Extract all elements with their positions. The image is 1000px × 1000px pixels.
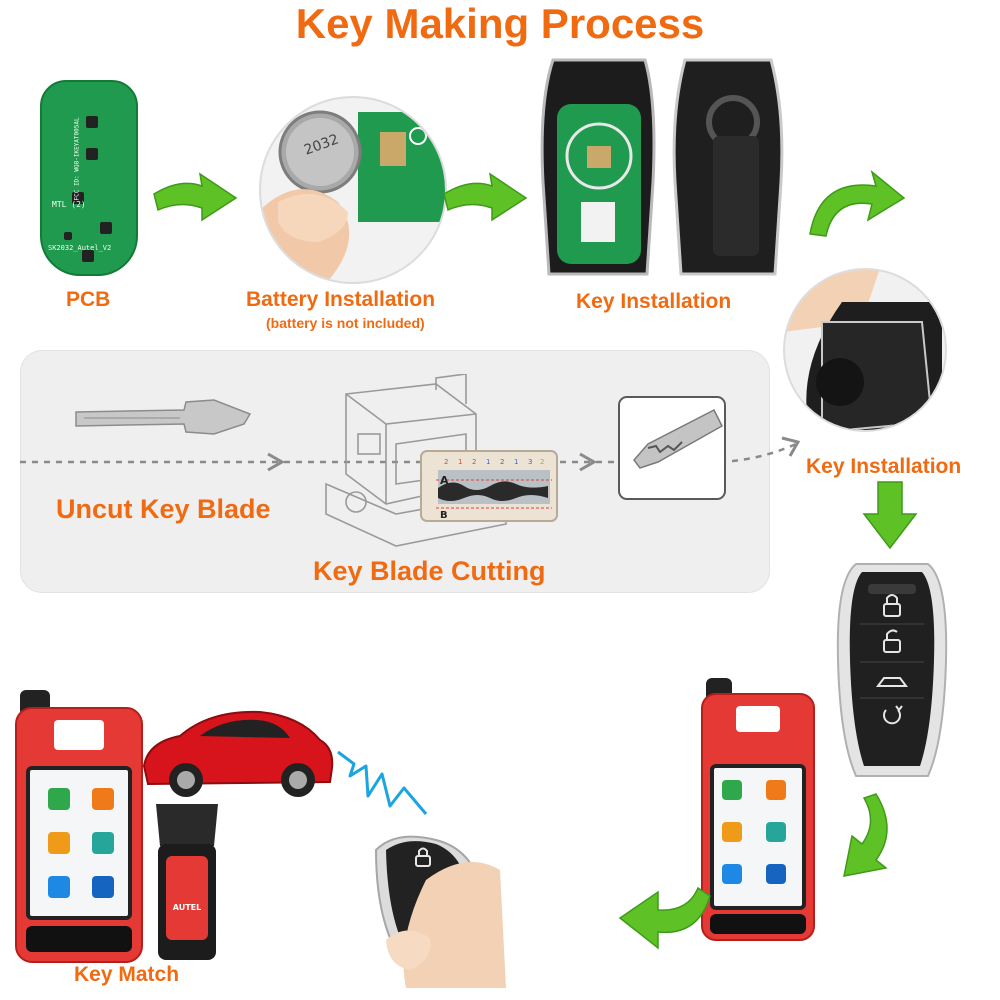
key-programmer-device-right: [700, 676, 816, 942]
step-note-battery: (battery is not included): [266, 315, 425, 331]
battery-installation-photo: 2032: [259, 96, 447, 284]
obd-dongle-image: AUTEL: [156, 804, 218, 960]
wireless-signal-icon: [337, 750, 428, 815]
cut-value-7: 3: [528, 458, 532, 466]
green-arrow-icon: [153, 172, 238, 222]
page-title: Key Making Process: [295, 0, 705, 47]
step-label-key-match: Key Match: [74, 963, 180, 986]
pcb-board-image: FCC ID: WQ8-IKEYAT005AL MTL (2) SK2032_A…: [40, 80, 138, 276]
cut-key-blade-image: [618, 396, 726, 500]
cut-value-6: 1: [514, 458, 518, 466]
green-arrow-icon: [443, 172, 528, 222]
key-programmer-device-left: [14, 688, 144, 964]
key-closing-photo: [783, 268, 947, 432]
curved-arrow-down-icon: [843, 793, 888, 877]
finished-smart-key-fob: [836, 563, 948, 777]
step-label-key-installation-2: Key Installation: [806, 455, 962, 478]
pcb-fcc-label: FCC ID: WQ8-IKEYAT005AL: [73, 117, 81, 201]
cut-value-3: 2: [472, 458, 476, 466]
cut-value-4: 1: [486, 458, 490, 466]
cut-value-1: 2: [444, 458, 448, 466]
step-label-key-blade-cutting: Key Blade Cutting: [313, 556, 546, 586]
dongle-brand-label: AUTEL: [173, 903, 201, 912]
step-label-uncut-key-blade: Uncut Key Blade: [56, 494, 271, 524]
flow-dashed-line: [20, 436, 800, 472]
cut-row-a: A: [440, 474, 449, 487]
cut-value-2: 1: [458, 458, 462, 466]
cut-row-b: B: [440, 510, 448, 521]
cutting-chart-inset: 2 1 2 1 2 1 3 2 A B: [420, 450, 558, 522]
pcb-mtl-label: MTL (2): [52, 200, 86, 209]
curved-arrow-icon: [809, 169, 906, 237]
cut-value-5: 2: [500, 458, 504, 466]
red-car-image: [142, 710, 334, 797]
hand-holding-key-image: [374, 835, 506, 988]
cut-value-8: 2: [540, 458, 544, 466]
uncut-key-blade-image: [75, 399, 252, 435]
curved-arrow-left-icon: [618, 886, 711, 950]
green-arrow-down-icon: [862, 481, 918, 550]
step-label-key-installation-1: Key Installation: [576, 290, 732, 313]
pcb-model-label: SK2032_Autel_V2: [48, 244, 112, 252]
key-shell-open-photo: [540, 58, 784, 276]
step-label-pcb: PCB: [66, 288, 111, 311]
step-label-battery: Battery Installation: [246, 288, 436, 311]
